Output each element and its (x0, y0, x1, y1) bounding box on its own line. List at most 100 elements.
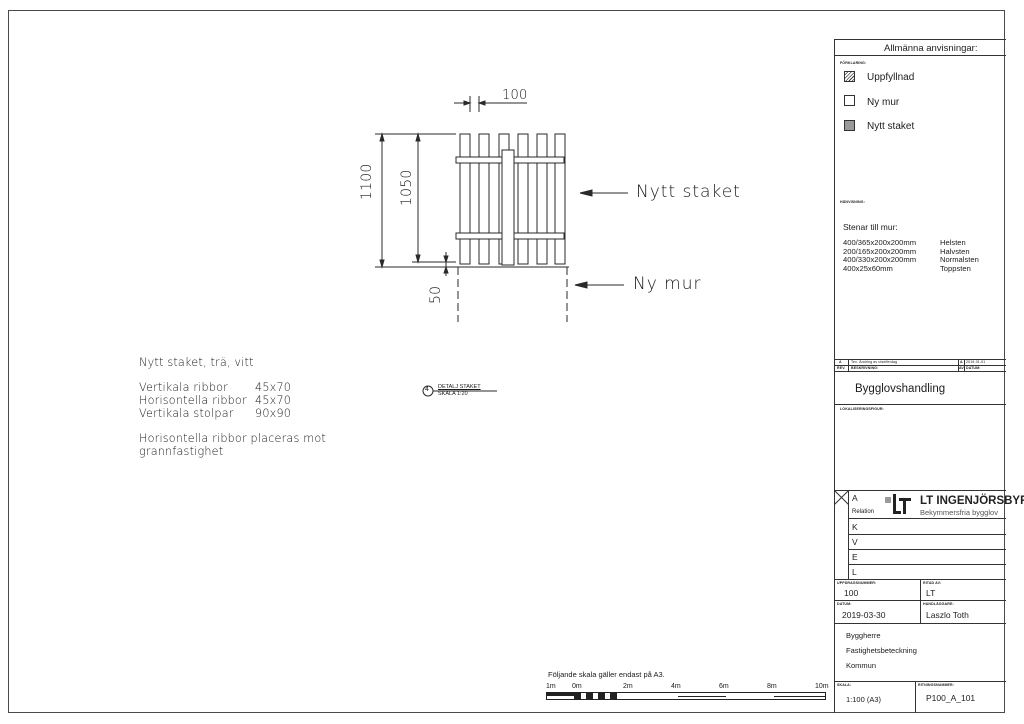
scale-tick: 0m (572, 683, 582, 690)
spec-value: 90x90 (255, 407, 292, 420)
hatch-swatch-icon (844, 71, 855, 82)
divider (834, 600, 1006, 601)
scale-bar (546, 692, 828, 702)
legend-label: Ny mur (867, 97, 900, 108)
relation-code: A (852, 493, 858, 503)
scale-tick: 1m (546, 683, 556, 690)
scale-tick: 2m (623, 683, 633, 690)
spec-label: Horisontella ribbor (139, 394, 247, 407)
date-caption: DATUM: (837, 602, 852, 606)
stone-size: 400x25x60mm (843, 263, 893, 273)
legend-label: Uppfyllnad (867, 72, 915, 83)
stones-title: Stenar till mur: (843, 222, 898, 232)
dimension-top (454, 96, 527, 112)
divider (964, 359, 965, 371)
detail-marker (422, 385, 497, 397)
remark-line: grannfastighet (139, 445, 224, 458)
location-caption: LOKALISERINGSFIGUR: (840, 407, 884, 411)
client-line: Fastighetsbeteckning (846, 646, 917, 655)
legend-caption: FÖRKLARING: (840, 61, 867, 65)
company-logo-icon (885, 494, 911, 514)
order-no-caption: UPPDRAGSNUMMER: (837, 581, 877, 585)
new-wall-outline (457, 267, 568, 322)
leader-fence (579, 189, 628, 197)
scale-bar-note: Följande skala gäller endast på A3. (548, 670, 665, 679)
divider (848, 359, 849, 371)
relation-cross-icon (834, 490, 849, 505)
scale-tick: 4m (671, 683, 681, 690)
revision-rev: A (839, 360, 842, 364)
drawn-by-caption: RITAD AV: (923, 581, 942, 585)
document-status: Bygglovshandling (855, 383, 946, 395)
letter-row: K (852, 522, 858, 532)
client-line: Kommun (846, 661, 877, 670)
hanvisning-caption: HÄNVISNING: (840, 200, 865, 204)
divider (920, 579, 921, 623)
scale-tick: 6m (719, 683, 729, 690)
divider (958, 359, 959, 371)
company-name: LT INGENJÖRSBYRÅ (920, 495, 1024, 507)
letter-row: E (852, 552, 858, 562)
drawing-sheet-frame (8, 10, 1005, 713)
stone-size: 400/330x200x200mm (843, 255, 917, 264)
spec-row: Vertikala stolpar 90x90 (139, 407, 326, 420)
detail-number: 4 (425, 386, 429, 393)
stone-size: 200/165x200x200mm (843, 246, 917, 256)
spec-label: Vertikala stolpar (139, 407, 234, 420)
letter-row: L (852, 567, 857, 577)
scale-caption: SKALA: (837, 683, 852, 687)
detail-title: DETALJ STAKET (438, 384, 481, 390)
scale-tick: 8m (767, 683, 777, 690)
divider (834, 359, 1006, 360)
divider (848, 534, 1006, 535)
dimension-wall (440, 252, 456, 276)
handled-by: Laszlo Toth (926, 610, 969, 620)
divider (834, 371, 1006, 372)
fence-elevation-drawing (375, 96, 628, 397)
revision-date: 2019-01-01 (966, 360, 986, 364)
label-new-wall: Ny mur (633, 274, 702, 294)
divider (848, 490, 849, 580)
scale-tick: 10m (815, 683, 829, 690)
revision-header-date: DATUM: (966, 366, 981, 370)
drawing-no-caption: RITNINGSNUMMER: (918, 683, 955, 687)
stone-name: Helsten (940, 238, 966, 247)
date-value: 2019-03-30 (842, 610, 886, 620)
grey-swatch-icon (844, 120, 855, 131)
dim-label-top: 100 (502, 88, 528, 103)
dimension-fence-height (412, 132, 456, 264)
revision-header-by: AV: (959, 366, 966, 370)
spec-row: Horisontella ribbor 45x70 (139, 394, 326, 407)
scale-value: 1:100 (A3) (846, 695, 882, 704)
divider (834, 365, 1006, 366)
dim-label-total: 1100 (359, 163, 375, 200)
title-block (834, 39, 1006, 713)
title-block-header: Allmänna anvisningar: (884, 43, 978, 54)
leader-wall (574, 281, 624, 289)
divider (834, 55, 1006, 56)
detail-scale: SKALA 1:20 (438, 391, 468, 397)
company-tagline: Bekymmersfria bygglov (920, 508, 998, 517)
notes-title: Nytt staket, trä, vitt (139, 356, 254, 369)
revision-header-desc: BESKRIVNING: (851, 366, 879, 370)
stone-name: Halvsten (940, 246, 970, 256)
legend-label: Nytt staket (867, 121, 915, 132)
revision-header-rev: REV. (837, 366, 846, 370)
stone-name: Toppsten (940, 263, 971, 273)
spec-value: 45x70 (255, 394, 292, 407)
drawing-no: P100_A_101 (926, 693, 976, 703)
divider (915, 681, 916, 713)
dim-label-wall: 50 (428, 285, 444, 304)
client-line: Byggherre (846, 631, 881, 640)
divider (834, 490, 1006, 491)
divider (848, 549, 1006, 550)
letter-row: V (852, 537, 858, 547)
spec-value: 45x70 (255, 381, 292, 394)
divider (848, 518, 1006, 519)
drawn-by: LT (926, 588, 936, 598)
relation-label: Relation (852, 509, 875, 515)
order-no: 100 (844, 588, 859, 598)
